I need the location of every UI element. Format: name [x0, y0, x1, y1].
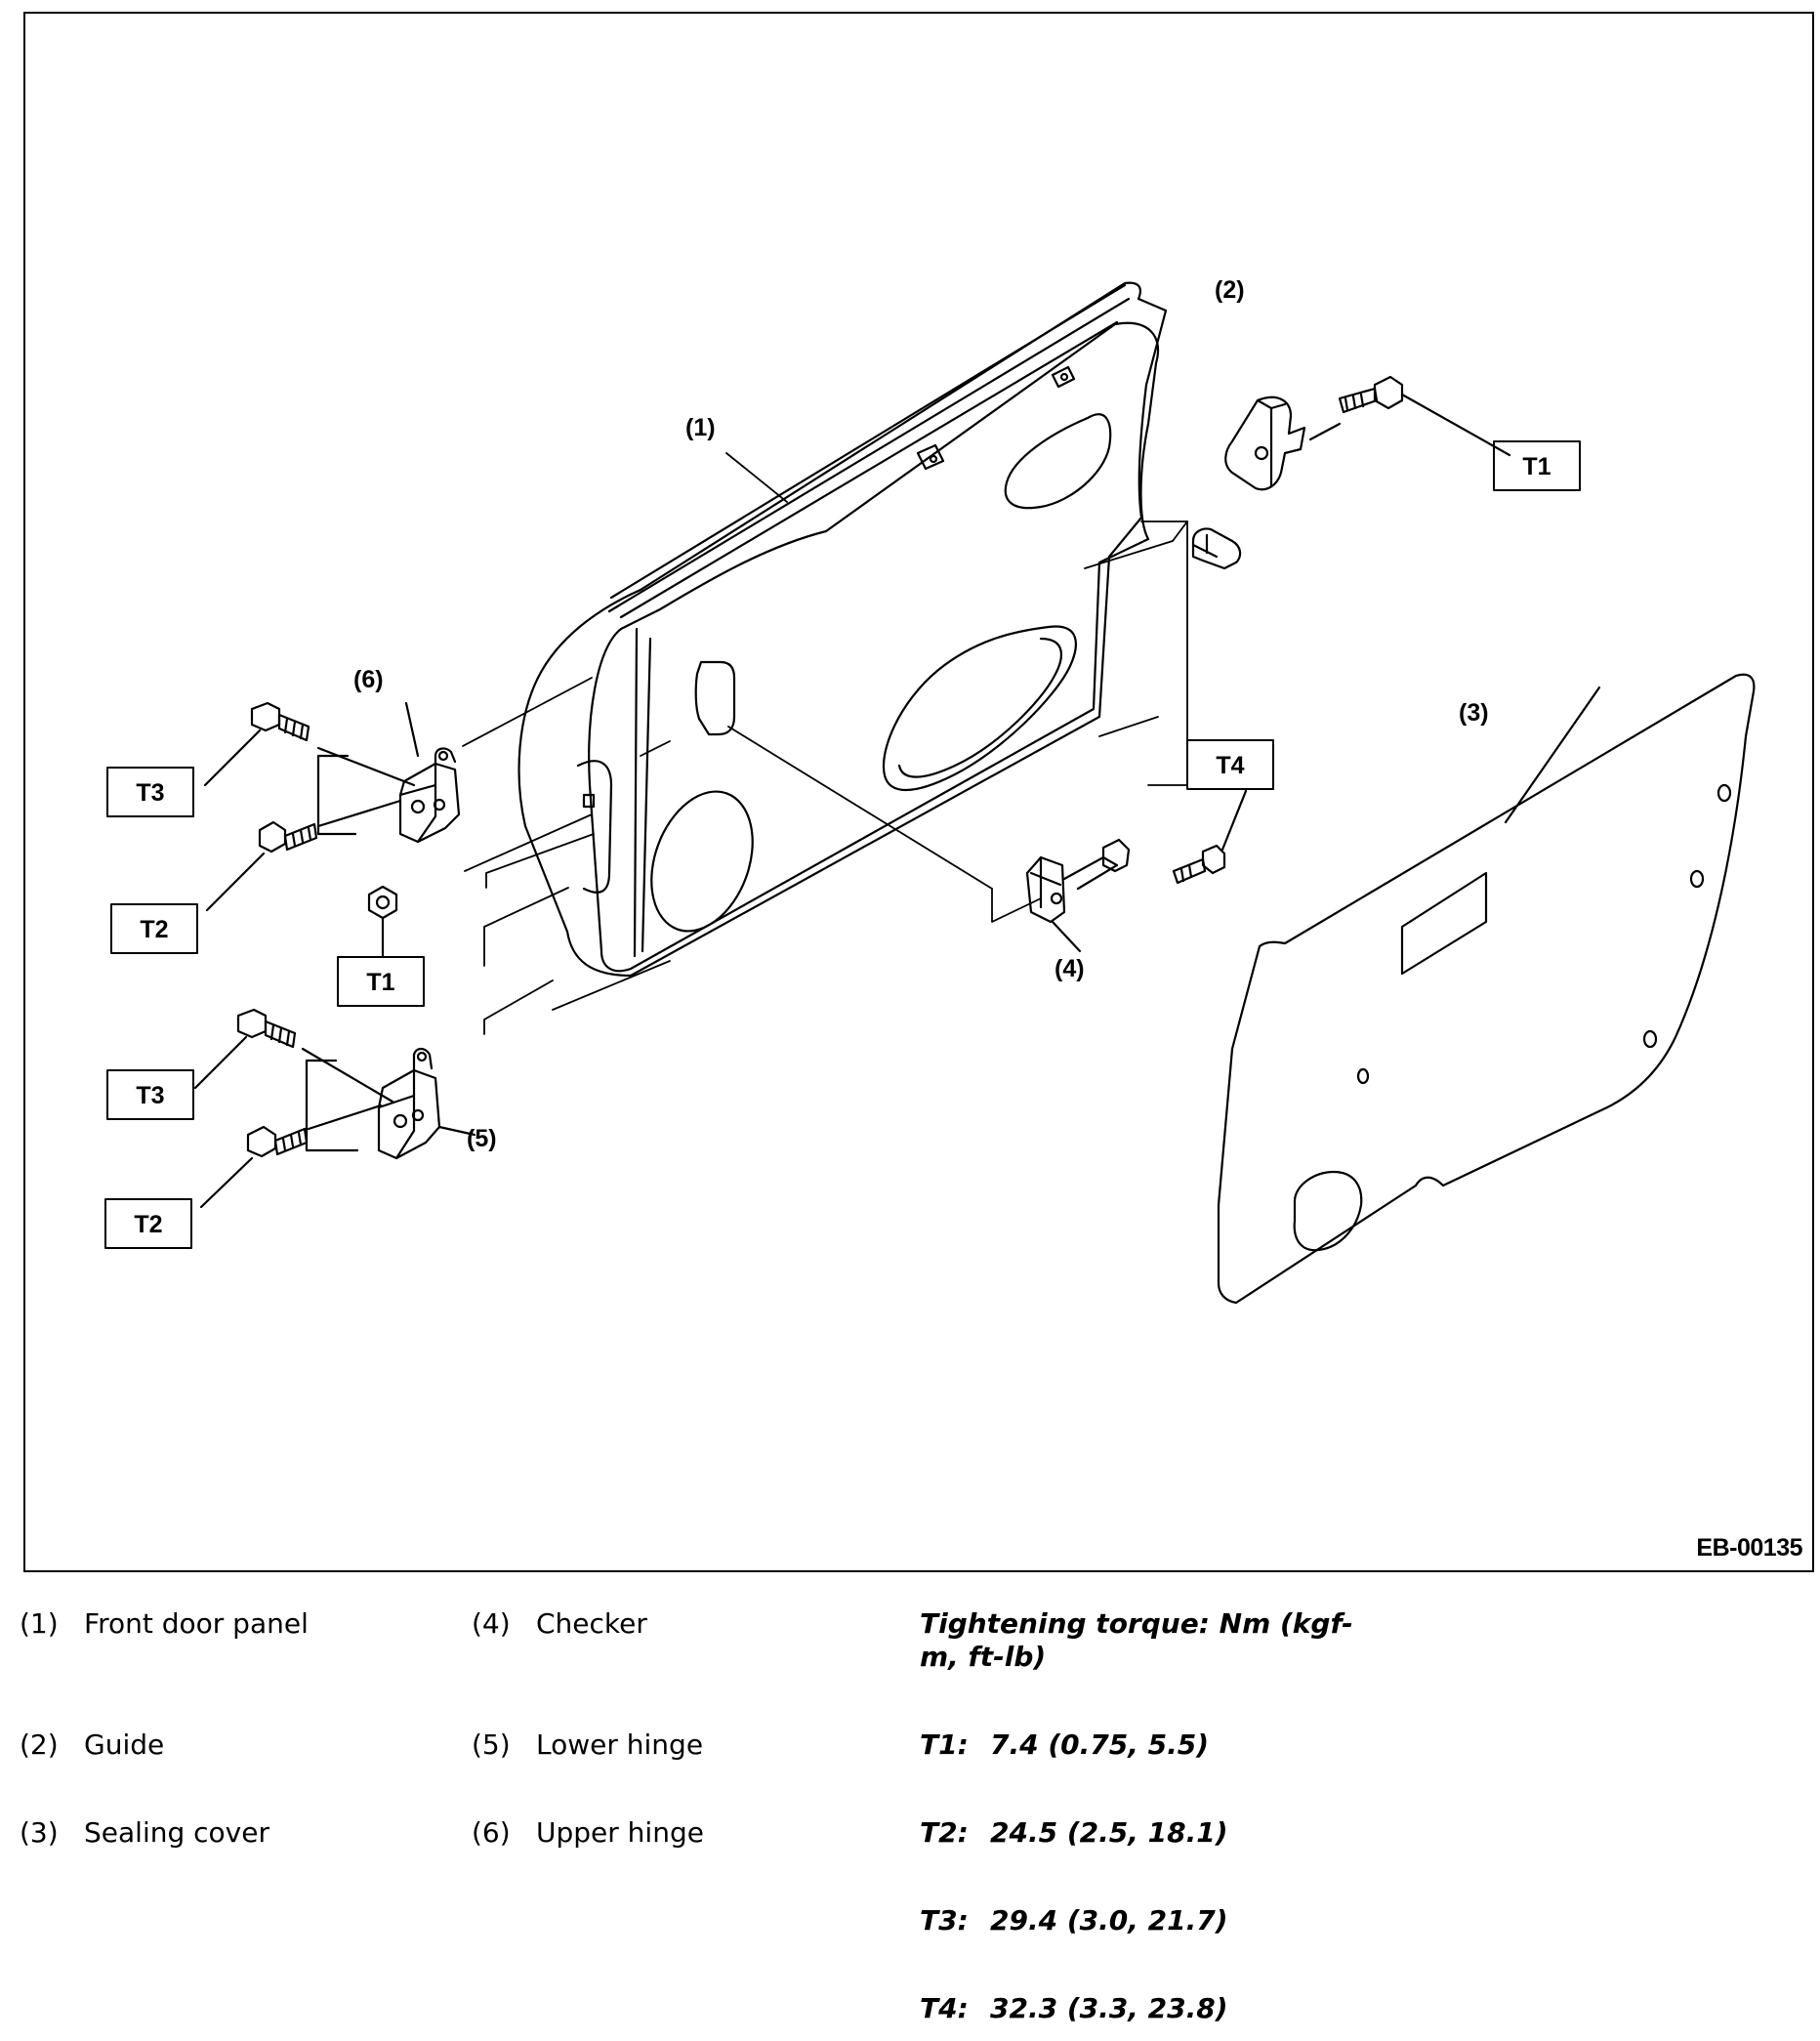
legend-label: Upper hinge: [536, 1816, 704, 1849]
torque-value: 7.4 (0.75, 5.5): [990, 1729, 1210, 1761]
legend-label: Checker: [536, 1607, 647, 1640]
torque-spec-t1: T1: 7.4 (0.75, 5.5): [920, 1729, 1209, 1762]
svg-text:T1: T1: [366, 969, 394, 996]
callout-4: (4): [1055, 955, 1085, 982]
torque-value: 32.3 (3.3, 23.8): [990, 1992, 1228, 2024]
legend-label: Lower hinge: [536, 1729, 704, 1761]
torque-title-line2: m, ft-lb): [920, 1641, 1047, 1673]
legend-number: (5): [472, 1729, 511, 1761]
diagram-drawing: (1) (2) (3) (4) (5) (6) T1 T4 T3 T2 T1: [104, 276, 1756, 1305]
callout-5: (5): [467, 1125, 497, 1152]
svg-text:T4: T4: [1216, 752, 1244, 779]
torque-key: T4:: [920, 1992, 969, 2024]
torque-box-t4: T4: [1186, 739, 1274, 790]
legend-item-sealing-cover: (3) Sealing cover: [20, 1816, 269, 1850]
callout-2: (2): [1215, 276, 1245, 304]
hinge-nut: [367, 885, 398, 959]
checker: [1025, 838, 1131, 953]
torque-spec-t4: T4: 32.3 (3.3, 23.8): [920, 1992, 1228, 2025]
torque-box-t2-upper: T2: [110, 903, 198, 954]
svg-text:T2: T2: [134, 1211, 162, 1238]
upper-hinge-bolts: [203, 701, 416, 912]
panel-leader-lines: [462, 452, 1188, 1035]
legend-number: (4): [472, 1607, 511, 1640]
guide: [1224, 396, 1342, 491]
torque-key: T3:: [920, 1904, 969, 1937]
legend-number: (6): [472, 1816, 511, 1849]
torque-spec-t3: T3: 29.4 (3.0, 21.7): [920, 1904, 1228, 1937]
torque-box-t2-lower: T2: [104, 1198, 192, 1249]
torque-box-t3-lower: T3: [106, 1069, 194, 1120]
legend-item-front-door-panel: (1) Front door panel: [20, 1607, 309, 1641]
svg-text:T1: T1: [1522, 453, 1551, 480]
sealing-cover: [1217, 673, 1756, 1305]
figure-code: EB-00135: [1696, 1534, 1802, 1562]
svg-text:T2: T2: [140, 916, 168, 943]
exploded-diagram: (1) (2) (3) (4) (5) (6) T1 T4 T3 T2 T1: [23, 12, 1814, 1572]
torque-key: T1:: [920, 1729, 969, 1761]
svg-text:T3: T3: [136, 1082, 164, 1109]
torque-title-line1: Tightening torque: Nm (kgf-: [920, 1607, 1353, 1640]
callout-3: (3): [1459, 699, 1489, 727]
panel-grommet: [1191, 527, 1242, 570]
callout-1: (1): [685, 414, 716, 441]
torque-title: Tightening torque: Nm (kgf- m, ft-lb): [920, 1607, 1353, 1674]
legend-number: (2): [20, 1729, 59, 1761]
torque-key: T2:: [920, 1816, 969, 1849]
legend-number: (3): [20, 1816, 59, 1849]
legend-item-checker: (4) Checker: [472, 1607, 647, 1641]
torque-box-t1-guide: T1: [1493, 440, 1581, 491]
torque-value: 24.5 (2.5, 18.1): [990, 1816, 1228, 1849]
callout-6: (6): [353, 666, 384, 693]
front-door-panel: [517, 281, 1168, 978]
legend-item-upper-hinge: (6) Upper hinge: [472, 1816, 704, 1850]
torque-box-t1-nut: T1: [337, 956, 425, 1007]
legend-item-guide: (2) Guide: [20, 1729, 164, 1762]
svg-text:T3: T3: [136, 779, 164, 807]
lower-hinge: [377, 1047, 476, 1160]
torque-value: 29.4 (3.0, 21.7): [990, 1904, 1228, 1937]
guide-bolt: [1338, 375, 1511, 457]
checker-bolt: [1172, 789, 1248, 885]
torque-spec-t2: T2: 24.5 (2.5, 18.1): [920, 1816, 1228, 1850]
legend-number: (1): [20, 1607, 59, 1640]
upper-hinge: [398, 701, 461, 844]
legend-label: Guide: [84, 1729, 165, 1761]
legend-label: Sealing cover: [84, 1816, 269, 1849]
legend-item-lower-hinge: (5) Lower hinge: [472, 1729, 703, 1762]
lower-hinge-bolts: [193, 1008, 394, 1209]
legend-label: Front door panel: [84, 1607, 309, 1640]
torque-box-t3-upper: T3: [106, 767, 194, 817]
